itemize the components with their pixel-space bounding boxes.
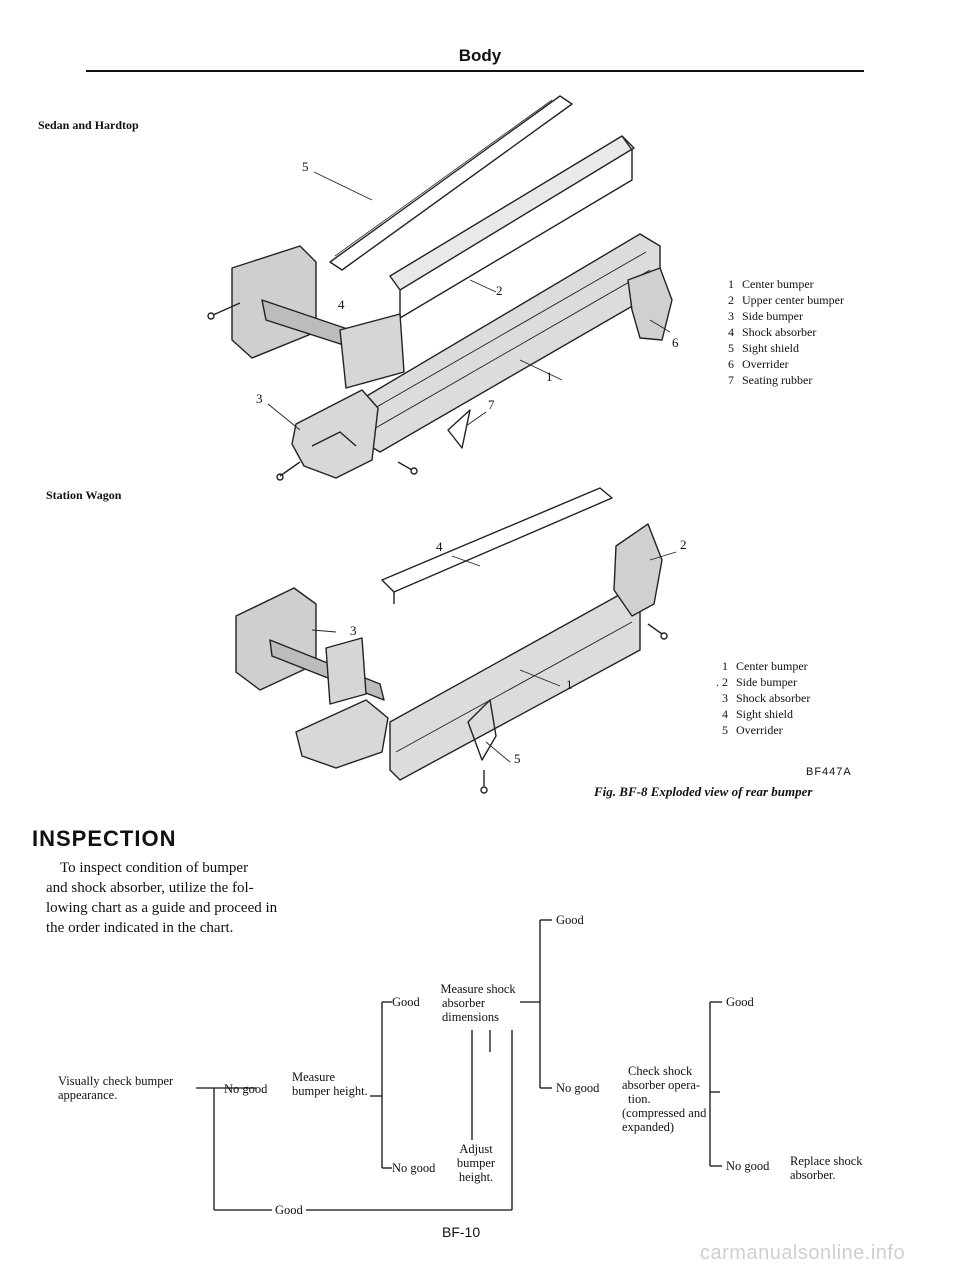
flow-text: absorber.: [790, 1168, 836, 1182]
legend-num: 6: [728, 357, 734, 371]
flow-no-good-3: No good: [556, 1081, 600, 1095]
callout-sedan-1: 1: [546, 369, 553, 384]
figure-caption: Fig. BF-8 Exploded view of rear bumper: [594, 784, 813, 799]
callout-wagon-3: 3: [350, 623, 357, 638]
callout-sedan-6: 6: [672, 335, 679, 350]
callout-wagon-4: 4: [436, 539, 443, 554]
inspection-heading: INSPECTION: [32, 826, 177, 851]
section-label-wagon: Station Wagon: [46, 488, 122, 502]
legend-wagon: 1 Center bumper . 2 Side bumper 3 Shock abs…: [714, 658, 810, 738]
legend-label: Overrider: [742, 357, 789, 371]
flow-adjust: Adjust bumper height.: [448, 1142, 504, 1184]
legend-num: 1: [728, 277, 734, 291]
legend-sedan: 1 Center bumper 2 Upper center bumper 3 Sid…: [720, 276, 844, 388]
inspection-line: lowing chart as a guide and proceed in: [46, 900, 278, 916]
sedan-bumper-drawing: [207, 95, 673, 481]
flow-text: tion.: [628, 1092, 651, 1106]
header-rule: [86, 70, 864, 72]
legend-label: Overrider: [736, 723, 783, 737]
flow-no-good-1: No good: [224, 1082, 268, 1096]
flow-text: height.: [458, 1170, 494, 1184]
flow-text: Measure: [292, 1070, 336, 1084]
legend-num: 3: [722, 691, 728, 705]
legend-label: Center bumper: [742, 277, 814, 291]
callout-sedan-7: 7: [488, 397, 495, 412]
flow-text: dimensions: [442, 1010, 499, 1024]
flow-text: bumper: [456, 1156, 496, 1170]
page-header-title: Body: [458, 46, 502, 65]
flow-text: Measure shock: [440, 982, 516, 996]
legend-num: . 2: [716, 675, 728, 689]
callout-wagon-2: 2: [680, 537, 687, 552]
callout-sedan-3: 3: [256, 391, 263, 406]
flow-text: Check shock: [628, 1064, 693, 1078]
flow-good-2: Good: [392, 995, 420, 1009]
legend-num: 3: [728, 309, 734, 323]
flow-good-4: Good: [726, 995, 754, 1009]
flow-text: bumper height.: [292, 1084, 368, 1098]
legend-num: 4: [722, 707, 728, 721]
legend-label: Sight shield: [736, 707, 794, 721]
legend-num: 1: [722, 659, 728, 673]
callout-sedan-2: 2: [496, 283, 503, 298]
flow-no-good-2: No good: [392, 1161, 436, 1175]
flow-text: Visually check bumper: [58, 1074, 174, 1088]
inspection-line: and shock absorber, utilize the fol-: [46, 880, 254, 896]
flow-measure-shock: Measure shock absorber dimensions: [428, 982, 528, 1024]
flow-text: absorber opera-: [622, 1078, 701, 1092]
legend-label: Center bumper: [736, 659, 808, 673]
legend-num: 7: [728, 373, 734, 387]
callout-wagon-1: 1: [566, 677, 573, 692]
callout-sedan-4: 4: [338, 297, 345, 312]
page-number: BF-10: [442, 1224, 481, 1240]
flow-text: absorber: [442, 996, 486, 1010]
callout-wagon-5: 5: [514, 751, 521, 766]
inspection-line: the order indicated in the chart.: [46, 920, 234, 936]
legend-num: 5: [722, 723, 728, 737]
flowchart-lines: [196, 919, 722, 1211]
flow-text: Replace shock: [790, 1154, 863, 1168]
legend-label: Side bumper: [736, 675, 797, 689]
legend-label: Upper center bumper: [742, 293, 844, 307]
flow-visual-check: Visually check bumper appearance.: [58, 1074, 173, 1102]
legend-num: 4: [728, 325, 734, 339]
flow-measure-height: Measure bumper height.: [292, 1070, 368, 1098]
watermark-text: carmanualsonline.info: [700, 1242, 906, 1264]
figure-code: BF447A: [806, 766, 852, 778]
flow-text: Adjust: [459, 1142, 493, 1156]
legend-label: Shock absorber: [742, 325, 817, 339]
legend-num: 5: [728, 341, 734, 355]
flow-text: expanded): [622, 1120, 675, 1134]
inspection-line: To inspect condition of bumper: [60, 860, 249, 876]
flow-good-bottom: Good: [272, 1203, 306, 1217]
legend-num: 2: [728, 293, 734, 307]
legend-label: Side bumper: [742, 309, 803, 323]
flow-text: (compressed and: [622, 1106, 707, 1120]
inspection-body: To inspect condition of bumper and shock…: [46, 858, 321, 938]
legend-label: Seating rubber: [742, 373, 813, 387]
flow-no-good-4: No good: [726, 1159, 770, 1173]
flow-replace: Replace shock absorber.: [790, 1154, 863, 1182]
flow-text: appearance.: [58, 1088, 118, 1102]
flow-check-shock: Check shock absorber opera- tion. (compr…: [622, 1064, 706, 1134]
legend-label: Shock absorber: [736, 691, 811, 705]
flow-good-top: Good: [556, 913, 584, 927]
callout-sedan-5: 5: [302, 159, 309, 174]
section-label-sedan: Sedan and Hardtop: [38, 118, 139, 132]
wagon-bumper-drawing: [235, 487, 677, 794]
legend-label: Sight shield: [742, 341, 800, 355]
